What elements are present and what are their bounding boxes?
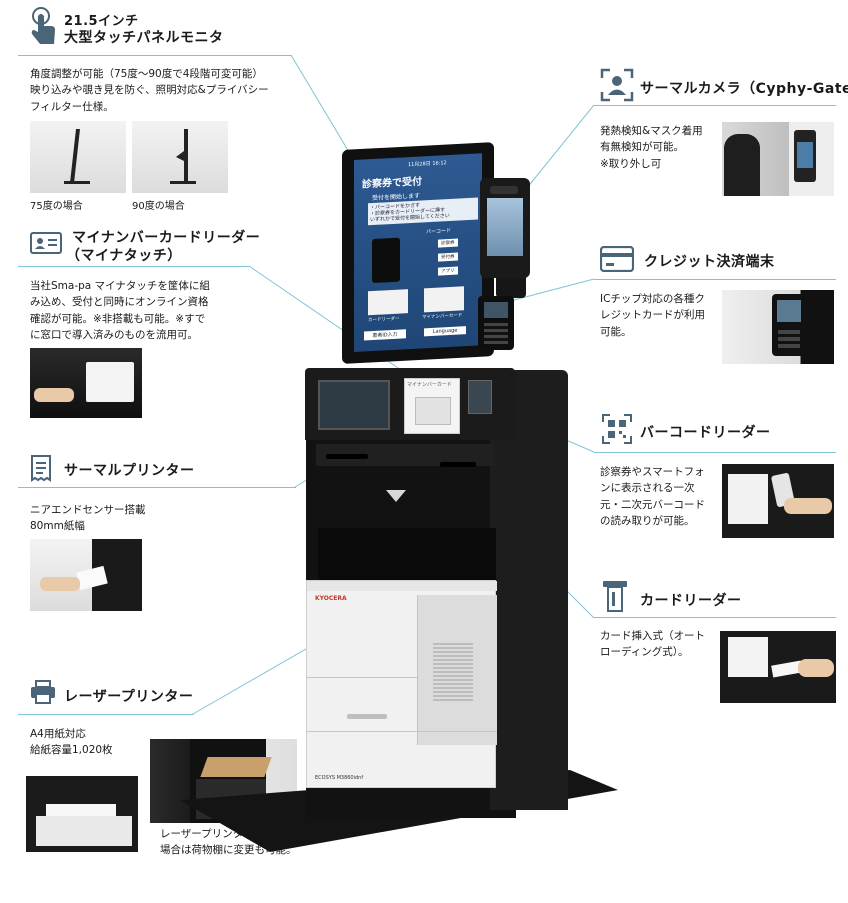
barcode-leader-h xyxy=(594,452,836,453)
laser-printer-photo xyxy=(26,776,138,852)
mynumber-photo xyxy=(30,348,142,418)
camera-photo xyxy=(722,122,834,196)
laser-printer-description: A4用紙対応 給紙容量1,020枚 xyxy=(30,728,113,757)
face-scan-icon xyxy=(600,68,634,102)
kiosk-cavity xyxy=(318,528,496,584)
credit-card-icon xyxy=(600,246,634,272)
monitor-size-label: 21.5インチ xyxy=(64,14,139,29)
kiosk-side-panel xyxy=(490,370,568,810)
mynumber-description: 当社Sma-pa マイナタッチを筐体に組 み込め、受付と同時にオンライン資格 確… xyxy=(30,280,210,341)
cardreader-leader-h xyxy=(594,617,836,618)
kiosk-slot-strip xyxy=(316,444,494,466)
monitor-leader-h xyxy=(18,55,292,56)
card-reader-title: カードリーダー xyxy=(640,593,742,609)
card-insert-icon xyxy=(603,581,627,612)
barcode-description: 診察券やスマートフォ ンに表示される一次 元・二次元バーコード の読み取りが可能… xyxy=(600,466,705,527)
screen-time: 11月28日 16:12 xyxy=(408,160,447,169)
kiosk-reader-window: マイナンバーカード xyxy=(404,378,460,434)
camera-title: サーマルカメラ（Cyphy-Gate） xyxy=(640,81,848,97)
screen-footer-right: マイナンバーカード xyxy=(422,313,463,321)
mynumber-subtitle: （マイナタッチ） xyxy=(66,248,182,264)
thermal-printer-description: ニアエンドセンサー搭載 80mm紙幅 xyxy=(30,504,146,533)
monitor-title: 大型タッチパネルモニタ xyxy=(64,30,224,46)
camera-description: 発熱検知&マスク着用 有無検知が可能。 ※取り外し可 xyxy=(600,125,703,170)
thermal-printer-title: サーマルプリンター xyxy=(64,463,195,479)
screen-patient-id-button[interactable]: 患者ID入力 xyxy=(364,329,406,341)
screen-header: 診察券で受付 xyxy=(362,176,422,191)
monitor-90deg-photo xyxy=(132,121,228,193)
screen-language-button[interactable]: Language xyxy=(424,326,466,337)
mynumber-title: マイナンバーカードリーダー xyxy=(72,230,261,246)
screen-option-1[interactable]: 受付券 xyxy=(438,252,458,262)
id-card-icon xyxy=(30,232,62,254)
credit-description: ICチップ対応の各種ク レジットカードが利用 可能。 xyxy=(600,293,705,338)
thermal-printer-photo xyxy=(30,539,142,611)
mynumber-leader-diag xyxy=(248,265,421,384)
caption-90deg: 90度の場合 xyxy=(132,201,185,212)
laser-leader-h xyxy=(18,714,194,715)
card-reader-photo xyxy=(720,631,836,703)
screen-reader-image-left xyxy=(368,289,408,316)
thermal-print-slot xyxy=(326,454,368,459)
caption-75deg: 75度の場合 xyxy=(30,201,83,212)
credit-photo xyxy=(722,290,834,364)
screen-reader-image-right xyxy=(424,286,464,313)
card-insert-slot xyxy=(440,462,476,467)
printer-model: ECOSYS M3860idnf xyxy=(315,775,364,781)
card-reader-description: カード挿入式（オート ローディング式）。 xyxy=(600,630,705,659)
laser-printer-title: レーザープリンター xyxy=(64,689,194,705)
laser-printer-unit: KYOCERA ECOSYS M3860idnf xyxy=(306,580,497,788)
thermal-printer-leader-h xyxy=(18,487,296,488)
mynumber-leader-h xyxy=(18,266,250,267)
receipt-icon xyxy=(31,455,51,482)
monitor-description: 角度調整が可能（75度～90度で4段階可変可能） 映り込みや覗き見を防ぐ、照明対… xyxy=(30,68,269,113)
printer-brand: KYOCERA xyxy=(315,595,347,602)
screen-option-2[interactable]: アプリ xyxy=(438,266,458,276)
credit-leader-h xyxy=(594,279,836,280)
printer-icon xyxy=(31,680,55,704)
thermal-camera-unit xyxy=(480,178,530,278)
camera-screen xyxy=(487,198,523,256)
screen-option-0[interactable]: 診察券 xyxy=(438,238,458,248)
screen-phone-image xyxy=(372,237,400,284)
monitor-75deg-photo xyxy=(30,121,126,193)
mynumber-reader-screen xyxy=(318,380,390,430)
reader-panel-label: マイナンバーカード xyxy=(407,382,452,388)
credit-title: クレジット決済端末 xyxy=(644,254,775,270)
screen-footer-left: カードリーダー xyxy=(368,316,400,324)
camera-leader-h xyxy=(594,105,836,106)
barcode-scanner-window xyxy=(468,380,492,414)
barcode-photo xyxy=(722,464,834,538)
qr-code-icon xyxy=(602,414,632,444)
kiosk-screen: 11月28日 16:12 診察券で受付 受付を開始します ・バーコードをかざす … xyxy=(354,153,482,352)
dispense-arrow-icon xyxy=(386,490,406,502)
screen-instructions: ・バーコードをかざす ・診察券をカードリーダーに挿す いずれかで受付を開始してく… xyxy=(368,197,478,226)
screen-barcode-label: バーコード xyxy=(426,227,452,236)
credit-leader-diag xyxy=(513,278,595,301)
touch-hand-icon xyxy=(31,7,55,44)
credit-terminal-unit xyxy=(478,296,514,350)
barcode-title: バーコードリーダー xyxy=(640,425,771,441)
